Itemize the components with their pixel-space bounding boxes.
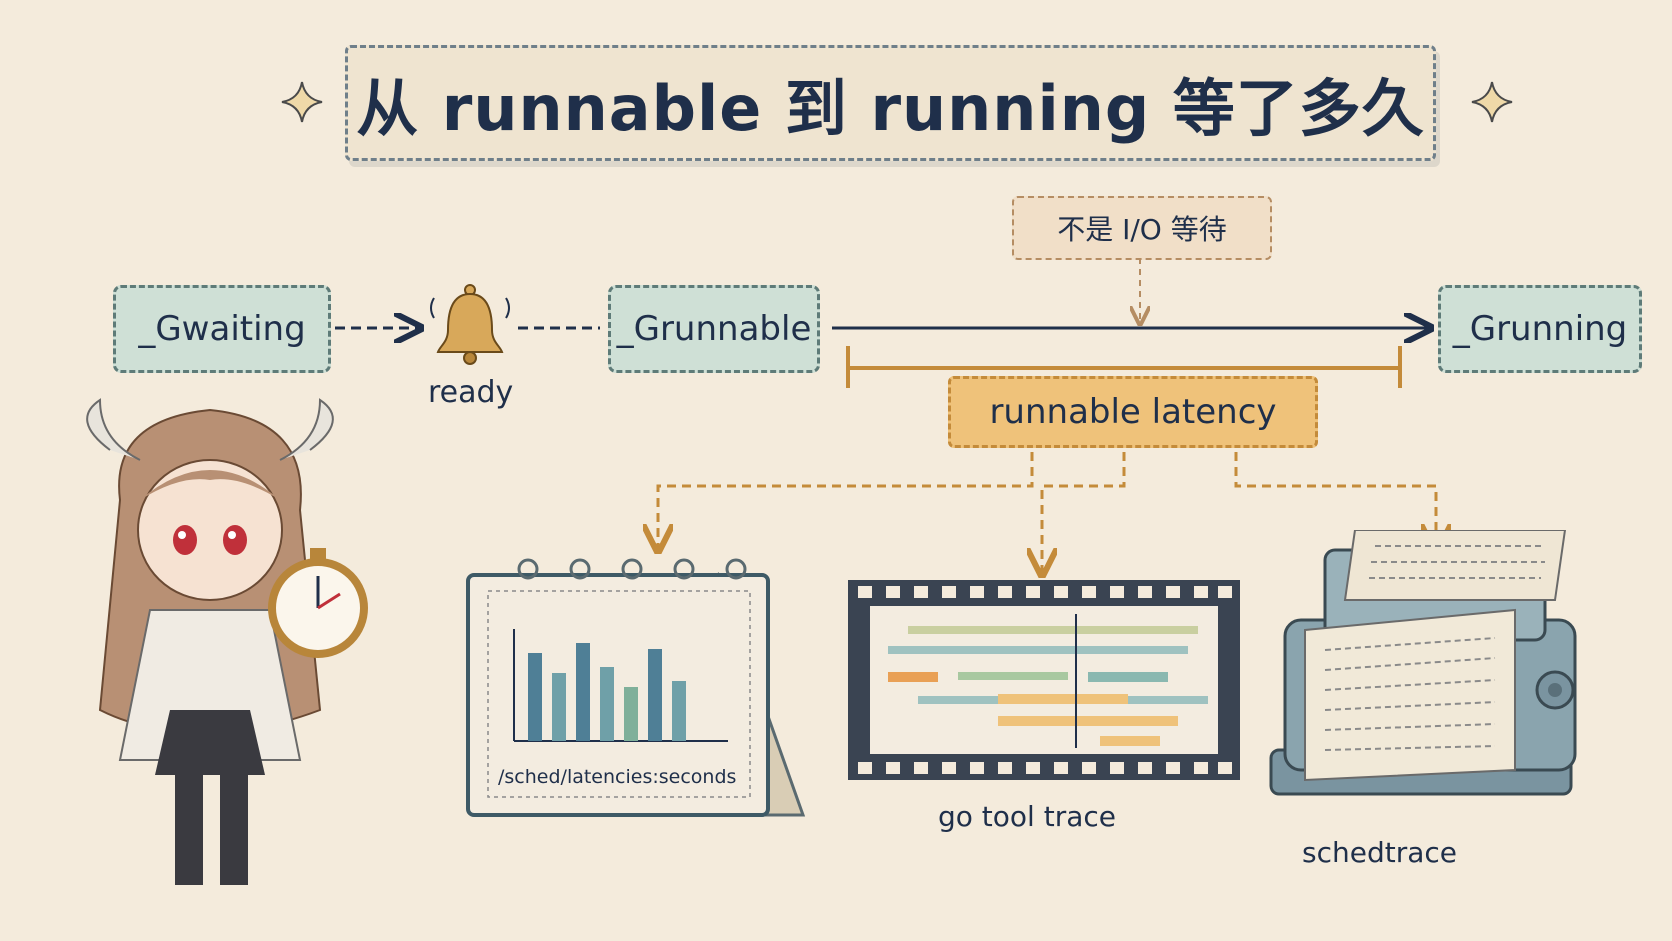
stopwatch-icon [86, 398, 368, 885]
state-waiting-label: _Gwaiting [138, 309, 306, 349]
schedtrace-label: schedtrace [1302, 836, 1457, 869]
state-runnable: _Grunnable [608, 285, 820, 373]
sparkle-icon [1471, 81, 1513, 123]
arrow-latency-to-trace [1042, 452, 1126, 572]
bell-icon [430, 284, 510, 365]
sparkle-icon [281, 81, 323, 123]
arrow-latency-to-metrics [658, 452, 1034, 548]
ready-label: ready [428, 375, 514, 410]
state-runnable-label: _Grunnable [616, 309, 812, 349]
runnable-latency-box: runnable latency [948, 376, 1318, 448]
calendar-chart-icon: /sched/latencies:seconds [466, 558, 806, 817]
arrow-latency-to-schedtrace [1234, 452, 1436, 548]
trace-label: go tool trace [938, 800, 1116, 833]
state-waiting: _Gwaiting [113, 285, 331, 373]
page-title: 从 runnable 到 running 等了多久 [356, 72, 1425, 145]
state-running: _Grunning [1438, 285, 1642, 373]
film-strip-icon [848, 580, 1240, 780]
latency-bracket [846, 346, 1402, 388]
metrics-label: /sched/latencies:seconds [498, 766, 736, 788]
title-banner: 从 runnable 到 running 等了多久 [345, 45, 1436, 161]
runnable-latency-label: runnable latency [989, 392, 1277, 432]
printer-icon [1269, 530, 1577, 796]
note-label: 不是 I/O 等待 [1057, 213, 1227, 246]
state-running-label: _Grunning [1452, 309, 1628, 349]
note-not-io-wait: 不是 I/O 等待 [1012, 196, 1272, 260]
